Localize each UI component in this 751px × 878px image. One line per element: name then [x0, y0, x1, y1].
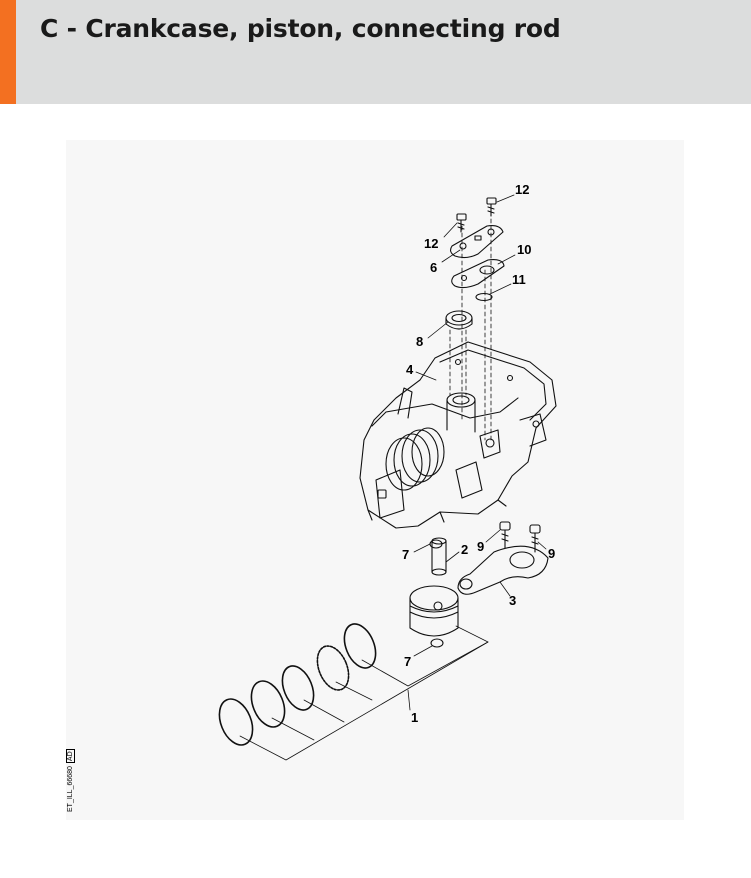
piston-pin-part-2: [431, 537, 447, 576]
callout-8: 8: [416, 334, 423, 349]
header-band: [0, 0, 751, 104]
illustration-reference: ET_ILL_66680 AD: [66, 749, 75, 812]
piston-ring-set-part-1: [218, 623, 377, 746]
callout-2: 2: [461, 542, 468, 557]
revision-code: AD: [66, 749, 75, 764]
callout-9-right: 9: [548, 546, 555, 561]
cover-plate-part-6: [449, 225, 504, 259]
callout-7-lower: 7: [404, 654, 411, 669]
callout-12-top: 12: [515, 182, 529, 197]
screw-part-12-left: [456, 213, 467, 233]
o-ring-part-11: [475, 292, 493, 302]
callout-labels: 12 12 6 10 11 8 4 7 2 9 9 3 7 1: [402, 182, 555, 725]
assembly-guide-lines: [449, 211, 492, 441]
callout-4: 4: [406, 362, 414, 377]
shaft-seal-part-8: [445, 310, 473, 330]
screw-part-12-right: [486, 197, 497, 217]
callout-10: 10: [517, 242, 531, 257]
page-title: C - Crankcase, piston, connecting rod: [40, 14, 561, 43]
gasket-part-10: [451, 259, 505, 289]
callout-7-upper: 7: [402, 547, 409, 562]
callout-1: 1: [411, 710, 418, 725]
bolt-part-9-left: [499, 521, 511, 549]
piston-ring-bracket-lines: [239, 625, 489, 761]
circlip-part-7-lower: [430, 638, 444, 648]
callout-6: 6: [430, 260, 437, 275]
callout-11: 11: [512, 272, 526, 287]
diagram-panel: [66, 140, 684, 820]
header-accent-bar: [0, 0, 16, 104]
reference-code: ET_ILL_66680: [67, 766, 74, 812]
connecting-rod-part-3: [457, 545, 549, 595]
callout-12-left: 12: [424, 236, 438, 251]
crankcase-part-4: [359, 341, 557, 529]
callout-3: 3: [509, 593, 516, 608]
callout-leaders: [407, 194, 547, 711]
piston: [409, 585, 459, 637]
callout-9-left: 9: [477, 539, 484, 554]
